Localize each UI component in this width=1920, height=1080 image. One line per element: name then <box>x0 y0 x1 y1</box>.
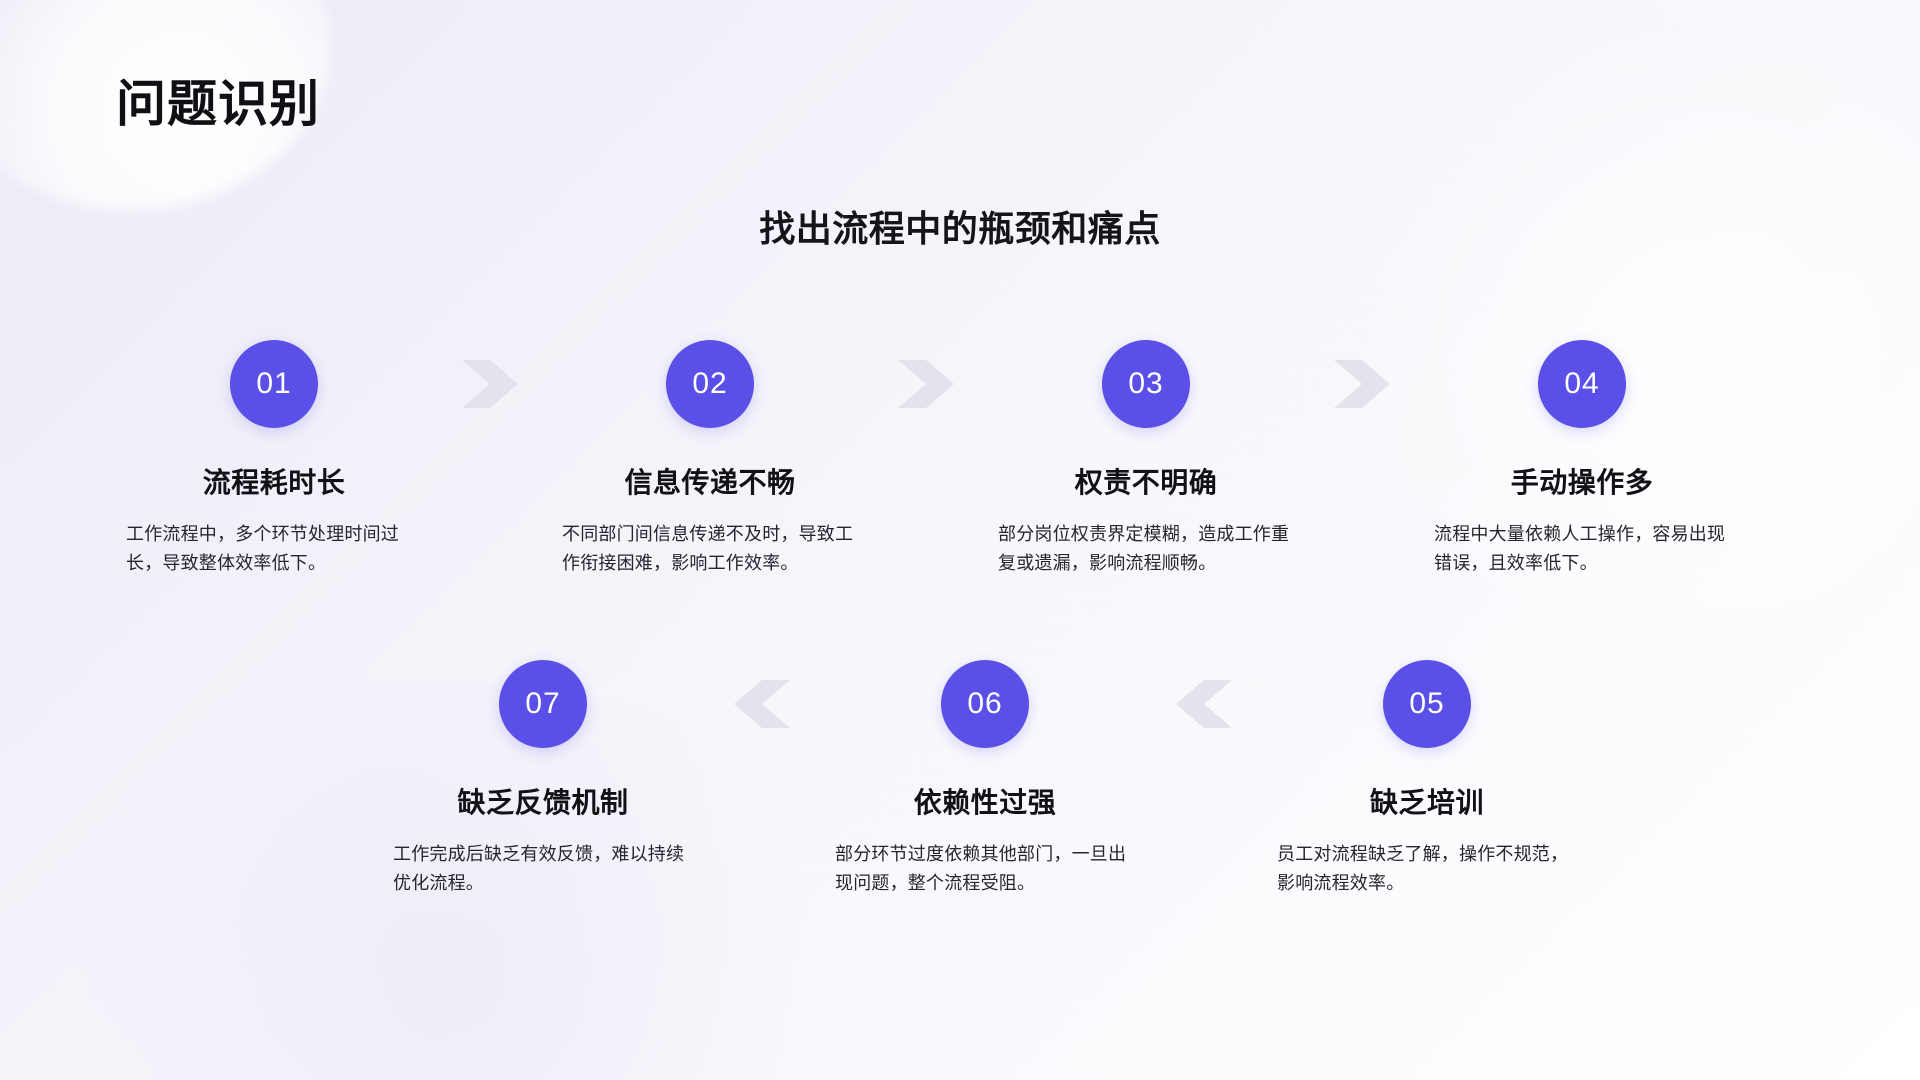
step-number-badge-06: 06 <box>941 660 1029 748</box>
step-description-06: 部分环节过度依赖其他部门，一旦出现问题，整个流程受阻。 <box>835 843 1127 893</box>
step-description-04: 流程中大量依赖人工操作，容易出现错误，且效率低下。 <box>1434 523 1726 573</box>
step-title-07: 缺乏反馈机制 <box>457 787 629 818</box>
step-card-02[interactable]: 02 信息传递不畅 不同部门间信息传递不及时，导致工作衔接困难，影响工作效率。 <box>552 340 868 578</box>
step-card-01[interactable]: 01 流程耗时长 工作流程中，多个环节处理时间过长，导致整体效率低下。 <box>116 340 432 578</box>
chevron-left-icon-1 <box>704 660 824 748</box>
step-card-05[interactable]: 05 缺乏培训 员工对流程缺乏了解，操作不规范，影响流程效率。 <box>1266 660 1588 898</box>
step-description-02: 不同部门间信息传递不及时，导致工作衔接困难，影响工作效率。 <box>562 523 854 573</box>
chevron-right-icon-2 <box>868 340 988 428</box>
step-card-03[interactable]: 03 权责不明确 部分岗位权责界定模糊，造成工作重复或遗漏，影响流程顺畅。 <box>988 340 1304 578</box>
step-number-badge-05: 05 <box>1383 660 1471 748</box>
step-card-06[interactable]: 06 依赖性过强 部分环节过度依赖其他部门，一旦出现问题，整个流程受阻。 <box>824 660 1146 898</box>
step-title-03: 权责不明确 <box>1074 467 1218 498</box>
step-description-05: 员工对流程缺乏了解，操作不规范，影响流程效率。 <box>1277 843 1569 893</box>
step-card-07[interactable]: 07 缺乏反馈机制 工作完成后缺乏有效反馈，难以持续优化流程。 <box>382 660 704 898</box>
step-number-badge-07: 07 <box>499 660 587 748</box>
step-title-06: 依赖性过强 <box>913 787 1057 818</box>
process-row-top: 01 流程耗时长 工作流程中，多个环节处理时间过长，导致整体效率低下。 02 信… <box>116 340 1876 578</box>
step-title-04: 手动操作多 <box>1510 467 1654 498</box>
section-subtitle: 找出流程中的瓶颈和痛点 <box>759 208 1161 249</box>
step-number-badge-03: 03 <box>1102 340 1190 428</box>
step-title-02: 信息传递不畅 <box>624 467 796 498</box>
process-row-bottom: 07 缺乏反馈机制 工作完成后缺乏有效反馈，难以持续优化流程。 06 依赖性过强… <box>382 660 1572 898</box>
step-description-03: 部分岗位权责界定模糊，造成工作重复或遗漏，影响流程顺畅。 <box>998 523 1290 573</box>
step-description-01: 工作流程中，多个环节处理时间过长，导致整体效率低下。 <box>126 523 399 573</box>
step-description-07: 工作完成后缺乏有效反馈，难以持续优化流程。 <box>393 843 685 893</box>
chevron-right-icon-1 <box>432 340 552 428</box>
chevron-right-icon-3 <box>1304 340 1424 428</box>
step-title-05: 缺乏培训 <box>1369 787 1484 818</box>
step-number-badge-04: 04 <box>1538 340 1626 428</box>
step-card-04[interactable]: 04 手动操作多 流程中大量依赖人工操作，容易出现错误，且效率低下。 <box>1424 340 1740 578</box>
page-title: 问题识别 <box>116 76 320 132</box>
chevron-left-icon-2 <box>1146 660 1266 748</box>
step-number-badge-01: 01 <box>230 340 318 428</box>
step-title-01: 流程耗时长 <box>202 467 346 498</box>
step-number-badge-02: 02 <box>666 340 754 428</box>
